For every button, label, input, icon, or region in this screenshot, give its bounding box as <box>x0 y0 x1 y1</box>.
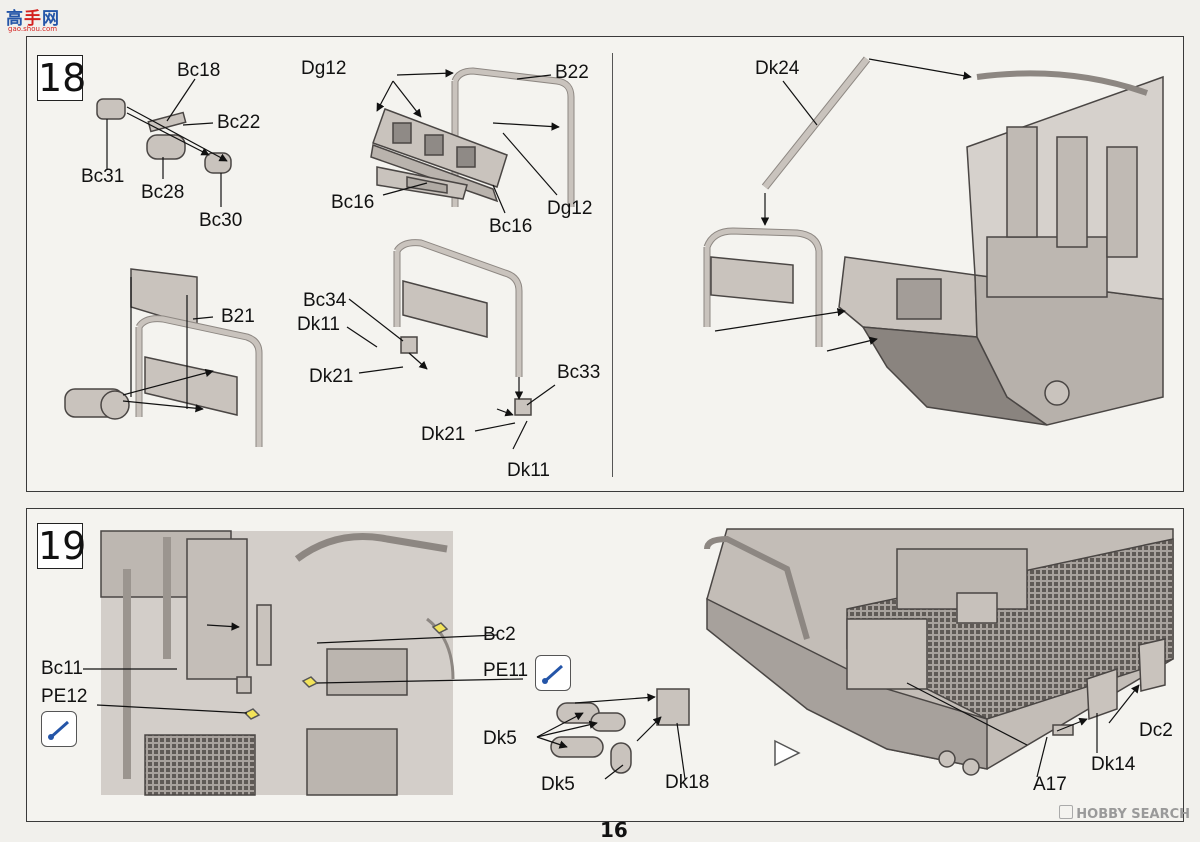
label-pe11: PE11 <box>483 660 529 681</box>
label-a17: A17 <box>1033 774 1067 795</box>
pe-tool-icon <box>542 664 563 684</box>
bumper-frame-upper <box>370 67 575 207</box>
step-19-number: 19 <box>37 523 87 569</box>
bumper-assembly-bc33 <box>393 239 532 416</box>
label-dk11-bottom: Dk11 <box>507 460 550 481</box>
page-number: 16 <box>600 818 628 842</box>
label-dg12-right: Dg12 <box>547 198 593 219</box>
label-dk21-bottom: Dk21 <box>421 424 466 445</box>
label-dc2: Dc2 <box>1139 720 1173 741</box>
label-b22: B22 <box>555 62 589 83</box>
step-19-panel: 19 <box>26 508 1184 822</box>
site-logo: 高手网 gao.shou.com <box>6 4 76 34</box>
label-bc30: Bc30 <box>199 210 243 231</box>
pe12-photo-etch-icon <box>41 711 77 747</box>
step-18-number: 18 <box>37 55 87 101</box>
hobby-search-watermark: HOBBY SEARCH <box>1059 805 1190 822</box>
label-bc11: Bc11 <box>41 658 83 679</box>
label-bc16-right: Bc16 <box>489 216 533 237</box>
label-bc28: Bc28 <box>141 182 185 203</box>
label-dk5-top: Dk5 <box>483 728 517 749</box>
label-dg12-top: Dg12 <box>301 58 347 79</box>
label-bc33: Bc33 <box>557 362 601 383</box>
pe11-photo-etch-icon <box>535 655 571 691</box>
pe-tool-icon <box>48 720 69 740</box>
logo-url: gao.shou.com <box>8 25 58 33</box>
label-dk18: Dk18 <box>665 772 710 793</box>
label-dk24: Dk24 <box>755 58 800 79</box>
label-bc18: Bc18 <box>177 60 221 81</box>
label-bc31: Bc31 <box>81 166 125 187</box>
label-bc34: Bc34 <box>303 290 347 311</box>
vehicle-rear-view <box>704 528 1174 776</box>
interior-view <box>100 530 455 796</box>
label-dk11-top: Dk11 <box>297 314 340 335</box>
step-18-divider <box>612 53 613 477</box>
label-dk21-top: Dk21 <box>309 366 354 387</box>
dk5-dk18-parts <box>550 688 690 774</box>
label-pe12: PE12 <box>41 686 88 707</box>
label-bc22: Bc22 <box>217 112 261 133</box>
vehicle-front-dk24 <box>703 56 1164 426</box>
logo-mark: 高手网 <box>6 9 60 29</box>
label-dk14: Dk14 <box>1091 754 1136 775</box>
bumper-assembly-b21 <box>64 268 263 447</box>
winch-parts <box>96 98 232 174</box>
label-dk5-bottom: Dk5 <box>541 774 575 795</box>
step-18-illustration <box>64 56 1164 450</box>
label-bc2: Bc2 <box>483 624 516 645</box>
step-19-illustration <box>83 528 1174 796</box>
step-18-panel: 18 <box>26 36 1184 492</box>
label-bc16-left: Bc16 <box>331 192 375 213</box>
label-b21: B21 <box>221 306 255 327</box>
